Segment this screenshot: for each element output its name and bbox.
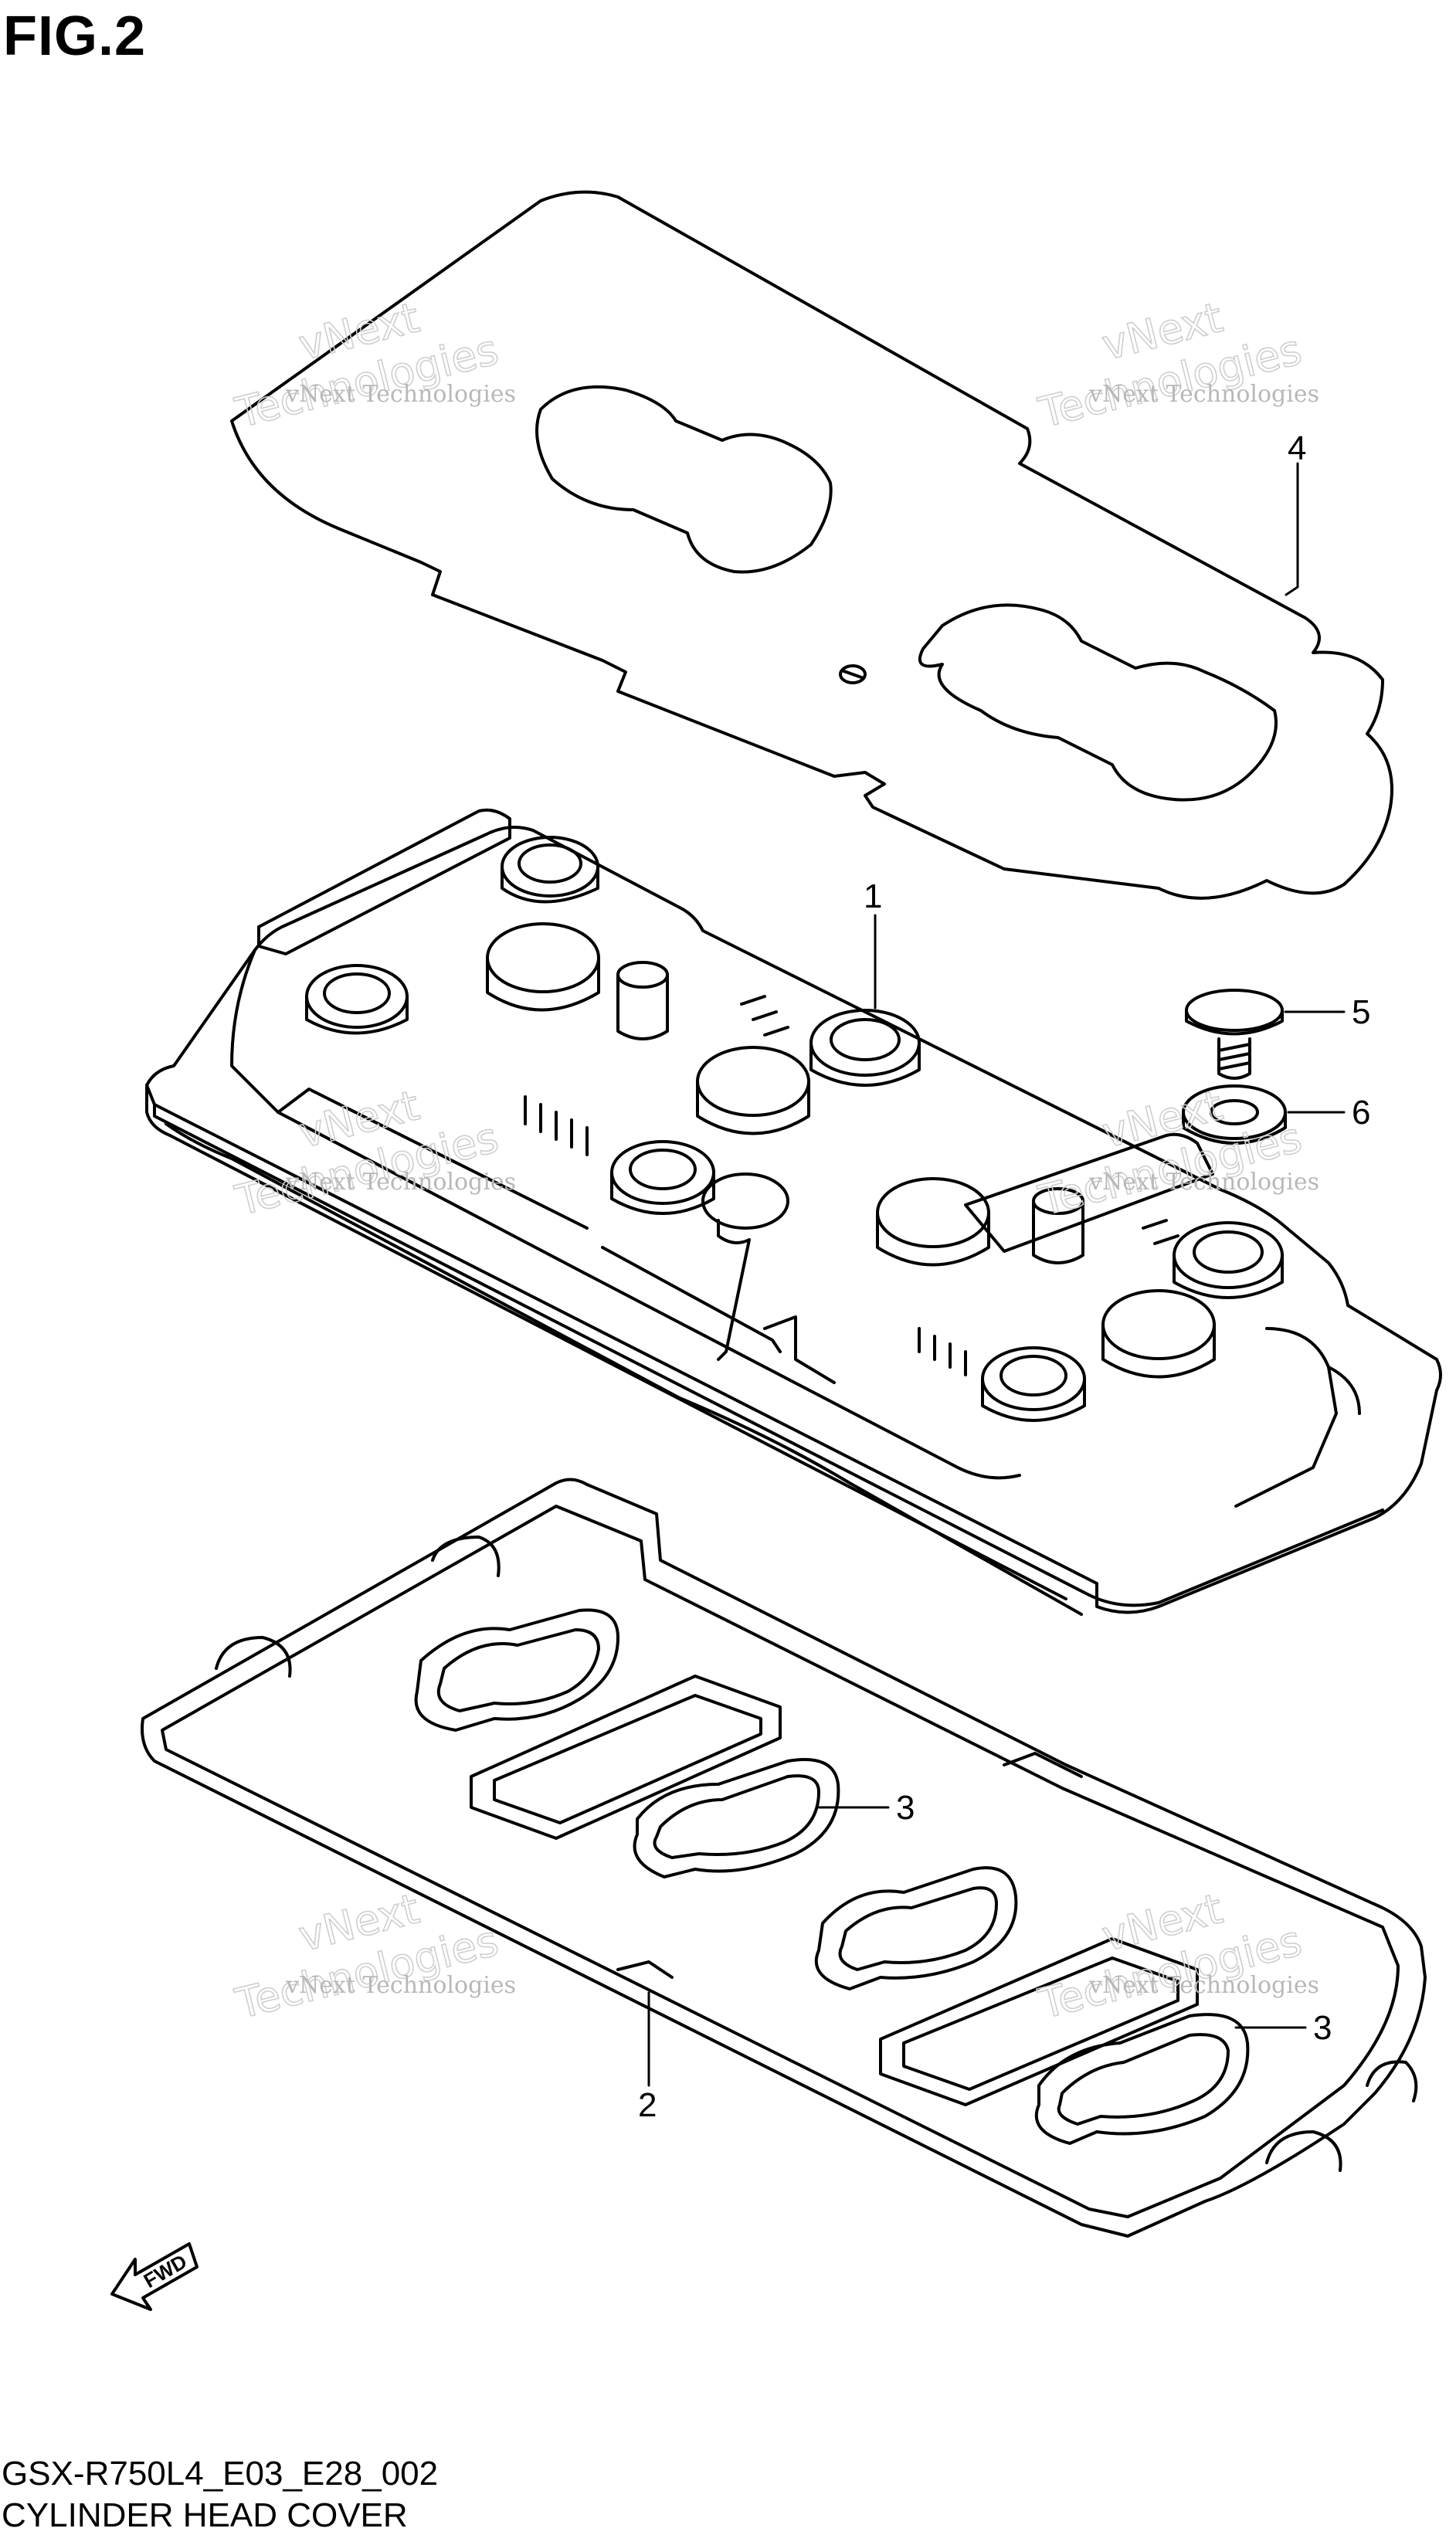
callout-part-5: 5 (1352, 993, 1370, 1031)
watermark-bottom-left: vNext Technologies vNext Technologies (230, 1884, 516, 2029)
figure-code: GSX-R750L4_E03_E28_002 (2, 2455, 439, 2493)
figure-title: FIG.2 (3, 5, 147, 67)
watermark-label: vNext Technologies (1088, 381, 1319, 408)
callout-part-1: 1 (864, 877, 882, 915)
part-3-plug-gaskets (414, 1608, 1250, 2145)
watermark-bottom-right: vNext Technologies vNext Technologies (1033, 1884, 1319, 2029)
watermark-mid-right: vNext Technologies vNext Technologies (1033, 1081, 1319, 1226)
figure-name: CYLINDER HEAD COVER (2, 2496, 408, 2534)
part-4-gasket-sheet (230, 190, 1393, 900)
part-6-washer (1182, 1084, 1287, 1145)
part-2-gasket-frame (141, 1478, 1427, 2238)
callout-part-3a: 3 (896, 1789, 915, 1827)
fwd-arrow-marker (110, 2242, 199, 2311)
watermark-top-right: vNext Technologies vNext Technologies (1033, 293, 1319, 438)
callout-part-6: 6 (1352, 1094, 1370, 1132)
leader-lines (647, 462, 1346, 2087)
callout-part-4: 4 (1288, 429, 1306, 467)
part-1-head-cover (145, 808, 1442, 1616)
watermark-label: vNext Technologies (1088, 1169, 1319, 1196)
watermark-label: vNext Technologies (285, 381, 516, 408)
watermark-label: vNext Technologies (285, 1972, 516, 1999)
watermark-label: vNext Technologies (285, 1169, 516, 1196)
callout-part-3b: 3 (1313, 2009, 1332, 2047)
watermark-top-left: vNext Technologies vNext Technologies (230, 293, 516, 438)
watermark-label: vNext Technologies (1088, 1972, 1319, 1999)
callout-part-2: 2 (638, 2086, 657, 2124)
part-5-bolt (1185, 989, 1284, 1080)
